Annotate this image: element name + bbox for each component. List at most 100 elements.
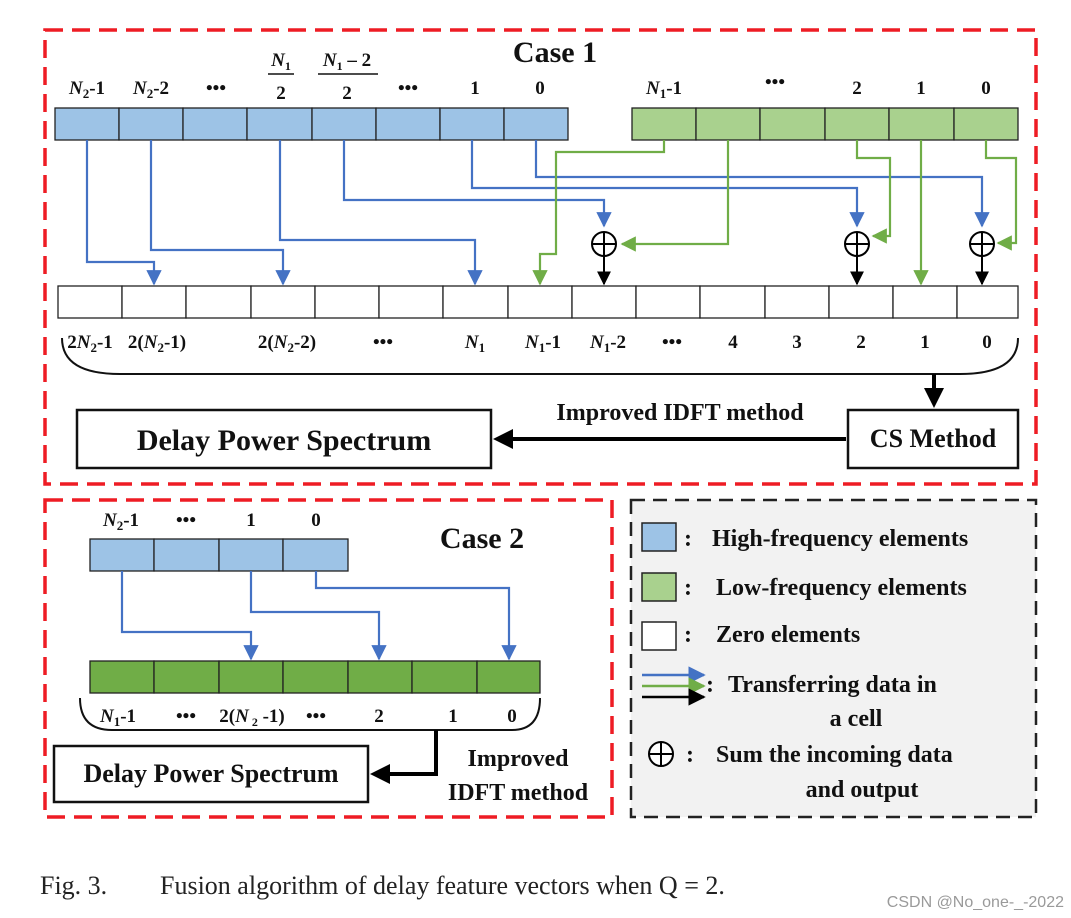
blue-arrow: [149, 140, 291, 286]
out-cell: [892, 285, 958, 319]
out-cell: [699, 285, 766, 319]
legend-frame: [629, 498, 1038, 819]
out-cell: [442, 285, 509, 319]
case1-hf-vector: [54, 107, 569, 141]
cs-method-label: CS Method: [870, 424, 997, 453]
case2-dps-label: Delay Power Spectrum: [83, 759, 338, 788]
case1-frame: [43, 28, 1038, 486]
case1-hf-labels: N2-1 N2-2 ••• N1 2 N1 – 2 2 ••• 1 0: [68, 50, 545, 104]
case1-lf-vector: [631, 107, 1019, 141]
hf-cell: [375, 107, 441, 141]
hf-cell: [182, 107, 248, 141]
green-arrow: [532, 140, 666, 286]
lf-label-2: 2: [852, 78, 862, 99]
case1-output-vector: [57, 285, 1019, 319]
sum-node-3: [969, 231, 995, 257]
case2-method-label-1: Improved: [468, 746, 570, 772]
c2-out-cell: [282, 660, 349, 694]
c2-out-cell: [411, 660, 478, 694]
lf-cell: [695, 107, 761, 141]
hf-cell: [246, 107, 313, 141]
out-cell: [121, 285, 187, 319]
lf-label-n1-1: N1-1: [645, 78, 682, 101]
hf-label-1: 1: [470, 78, 480, 99]
case2-frame: [43, 498, 614, 819]
out-label-2n2-1: 2N2-1: [67, 332, 113, 355]
c2-hf-cell: [89, 538, 155, 572]
case1-blue-arrows: [85, 140, 990, 286]
out-label-2n2m1: 2(N2-1): [128, 332, 186, 355]
caption-text: Fusion algorithm of delay feature vector…: [160, 871, 725, 900]
blue-arrow: [278, 140, 483, 286]
lf-cell: [631, 107, 697, 141]
out-label-dots-1: •••: [373, 332, 393, 353]
hf-label-dots-2: •••: [398, 78, 418, 99]
lf-cell: [759, 107, 826, 141]
legend-sum-text-1: Sum the incoming data: [716, 742, 953, 768]
case2-blue-arrows: [120, 571, 517, 661]
out-cell: [57, 285, 123, 319]
out-cell: [378, 285, 444, 319]
lf-label-1: 1: [916, 78, 926, 99]
case1-output-labels: 2N2-1 2(N2-1) 2(N2-2) ••• N1 N1-1 N1-2 •…: [67, 332, 992, 355]
case1-dps-label: Delay Power Spectrum: [137, 424, 431, 457]
c2-blue-arrow: [249, 571, 387, 661]
case1-brace: [61, 337, 1019, 375]
c2-out-label-n1-1: N1-1: [99, 706, 136, 729]
legend-sum-colon: :: [686, 742, 694, 768]
out-cell: [250, 285, 316, 319]
lf-cell: [824, 107, 890, 141]
green-arrow: [855, 140, 892, 244]
c2-hf-label-0: 0: [311, 510, 321, 531]
lf-label-dots: •••: [765, 72, 785, 93]
out-cell: [507, 285, 573, 319]
blue-arrow: [85, 140, 162, 286]
blue-arrow: [534, 140, 990, 228]
hf-label-n1-half-den: 2: [276, 83, 286, 104]
hf-cell: [439, 107, 505, 141]
sum-node-1: [591, 231, 617, 257]
out-label-n1-1: N1-1: [524, 332, 561, 355]
green-arrow: [984, 140, 1018, 251]
c2-blue-arrow: [314, 571, 517, 661]
legend-hf-text: High-frequency elements: [712, 526, 968, 552]
out-cell: [828, 285, 894, 319]
legend-sum-text-2: and output: [806, 777, 919, 803]
out-label-2: 2: [856, 332, 866, 353]
c2-hf-label-dots: •••: [176, 510, 196, 531]
legend-zero-swatch: [641, 621, 677, 651]
out-label-dots-2: •••: [662, 332, 682, 353]
case2-brace: [79, 697, 541, 731]
hf-label-dots-1: •••: [206, 78, 226, 99]
hf-cell: [503, 107, 569, 141]
c2-out-cell: [218, 660, 284, 694]
c2-hf-cell: [282, 538, 349, 572]
case1-title: Case 1: [513, 36, 597, 69]
out-cell: [764, 285, 830, 319]
hf-label-n2-1: N2-1: [68, 78, 105, 101]
sum-node-2: [844, 231, 870, 257]
c2-out-label-1: 1: [448, 706, 458, 727]
hf-cell: [311, 107, 377, 141]
out-label-3: 3: [792, 332, 802, 353]
case2-method-label-2: IDFT method: [448, 780, 589, 806]
case2-dps-box: [52, 744, 370, 804]
legend-lf-swatch: [641, 572, 677, 602]
watermark: CSDN @No_one-_-2022: [887, 894, 1064, 911]
legend-zero-colon: :: [684, 622, 692, 648]
out-label-1: 1: [920, 332, 930, 353]
legend-transfer-colon: :: [706, 672, 714, 698]
lf-label-0: 0: [981, 78, 991, 99]
c2-blue-arrow: [120, 571, 259, 661]
legend-transfer-text-1: Transferring data in: [728, 672, 937, 698]
legend-transfer-text-2: a cell: [830, 706, 883, 732]
legend-sum-icon: [648, 741, 674, 767]
out-label-4: 4: [728, 332, 738, 353]
c2-hf-cell: [153, 538, 220, 572]
c2-out-label-2: 2: [374, 706, 384, 727]
out-cell: [185, 285, 252, 319]
c2-out-label-2n2m1: 2(N 2 -1): [219, 706, 284, 729]
c2-out-label-0: 0: [507, 706, 517, 727]
lf-cell: [888, 107, 955, 141]
